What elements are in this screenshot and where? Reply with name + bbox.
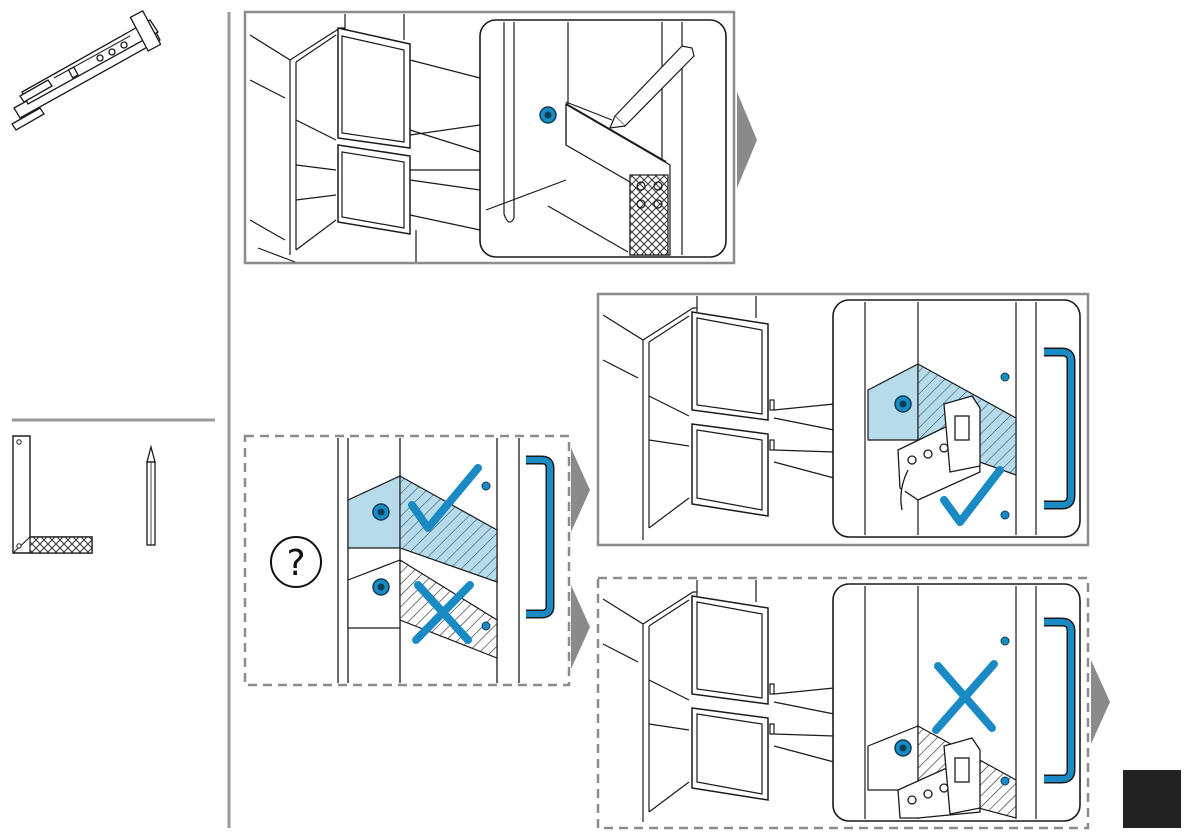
set-square-icon (13, 436, 92, 553)
step-alignment-incorrect (598, 578, 1088, 828)
next-step-arrow-icon (1091, 660, 1110, 744)
pencil-icon (147, 447, 155, 545)
question-icon: ? (270, 536, 322, 588)
step-alignment-correct (598, 294, 1088, 545)
next-step-arrow-icon (737, 92, 757, 188)
page-tab (1123, 770, 1181, 828)
next-step-arrow-icon (571, 585, 590, 669)
hinge-rail-icon (12, 11, 161, 130)
next-step-arrow-icon (571, 448, 590, 532)
step-mark-hole-position (245, 12, 734, 263)
